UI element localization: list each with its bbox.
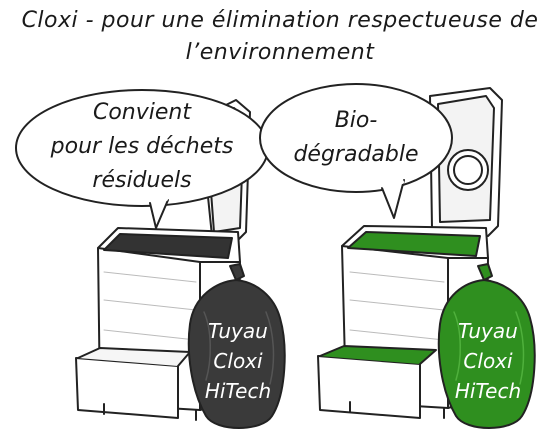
right-bag-label: Tuyau Cloxi HiTech xyxy=(440,316,536,406)
left-bubble-line-3: résiduels xyxy=(92,168,192,193)
right-bubble xyxy=(259,83,453,219)
left-bag-line-3: HiTech xyxy=(204,379,272,403)
right-bag-line-1: Tuyau xyxy=(458,319,518,343)
right-bag-line-3: HiTech xyxy=(454,379,522,403)
title-line-2: l’environnement xyxy=(185,40,375,65)
left-bag-line-1: Tuyau xyxy=(208,319,268,343)
right-bag-line-2: Cloxi xyxy=(463,349,513,373)
right-bubble-line-1: Bio- xyxy=(334,108,378,133)
left-bag xyxy=(187,263,286,429)
title-line-1: Cloxi - pour une élimination respectueus… xyxy=(21,8,539,33)
left-bubble-line-1: Convient xyxy=(92,100,191,125)
left-bubble xyxy=(15,89,269,229)
right-bubble-text: Bio- dégradable xyxy=(270,104,442,172)
right-bag xyxy=(437,263,536,429)
left-bubble-text: Convient pour les déchets résiduels xyxy=(26,96,258,198)
left-bubble-line-2: pour les déchets xyxy=(50,134,234,159)
left-bag-label: Tuyau Cloxi HiTech xyxy=(190,316,286,406)
left-bag-line-2: Cloxi xyxy=(213,349,263,373)
right-bubble-line-2: dégradable xyxy=(293,142,419,167)
